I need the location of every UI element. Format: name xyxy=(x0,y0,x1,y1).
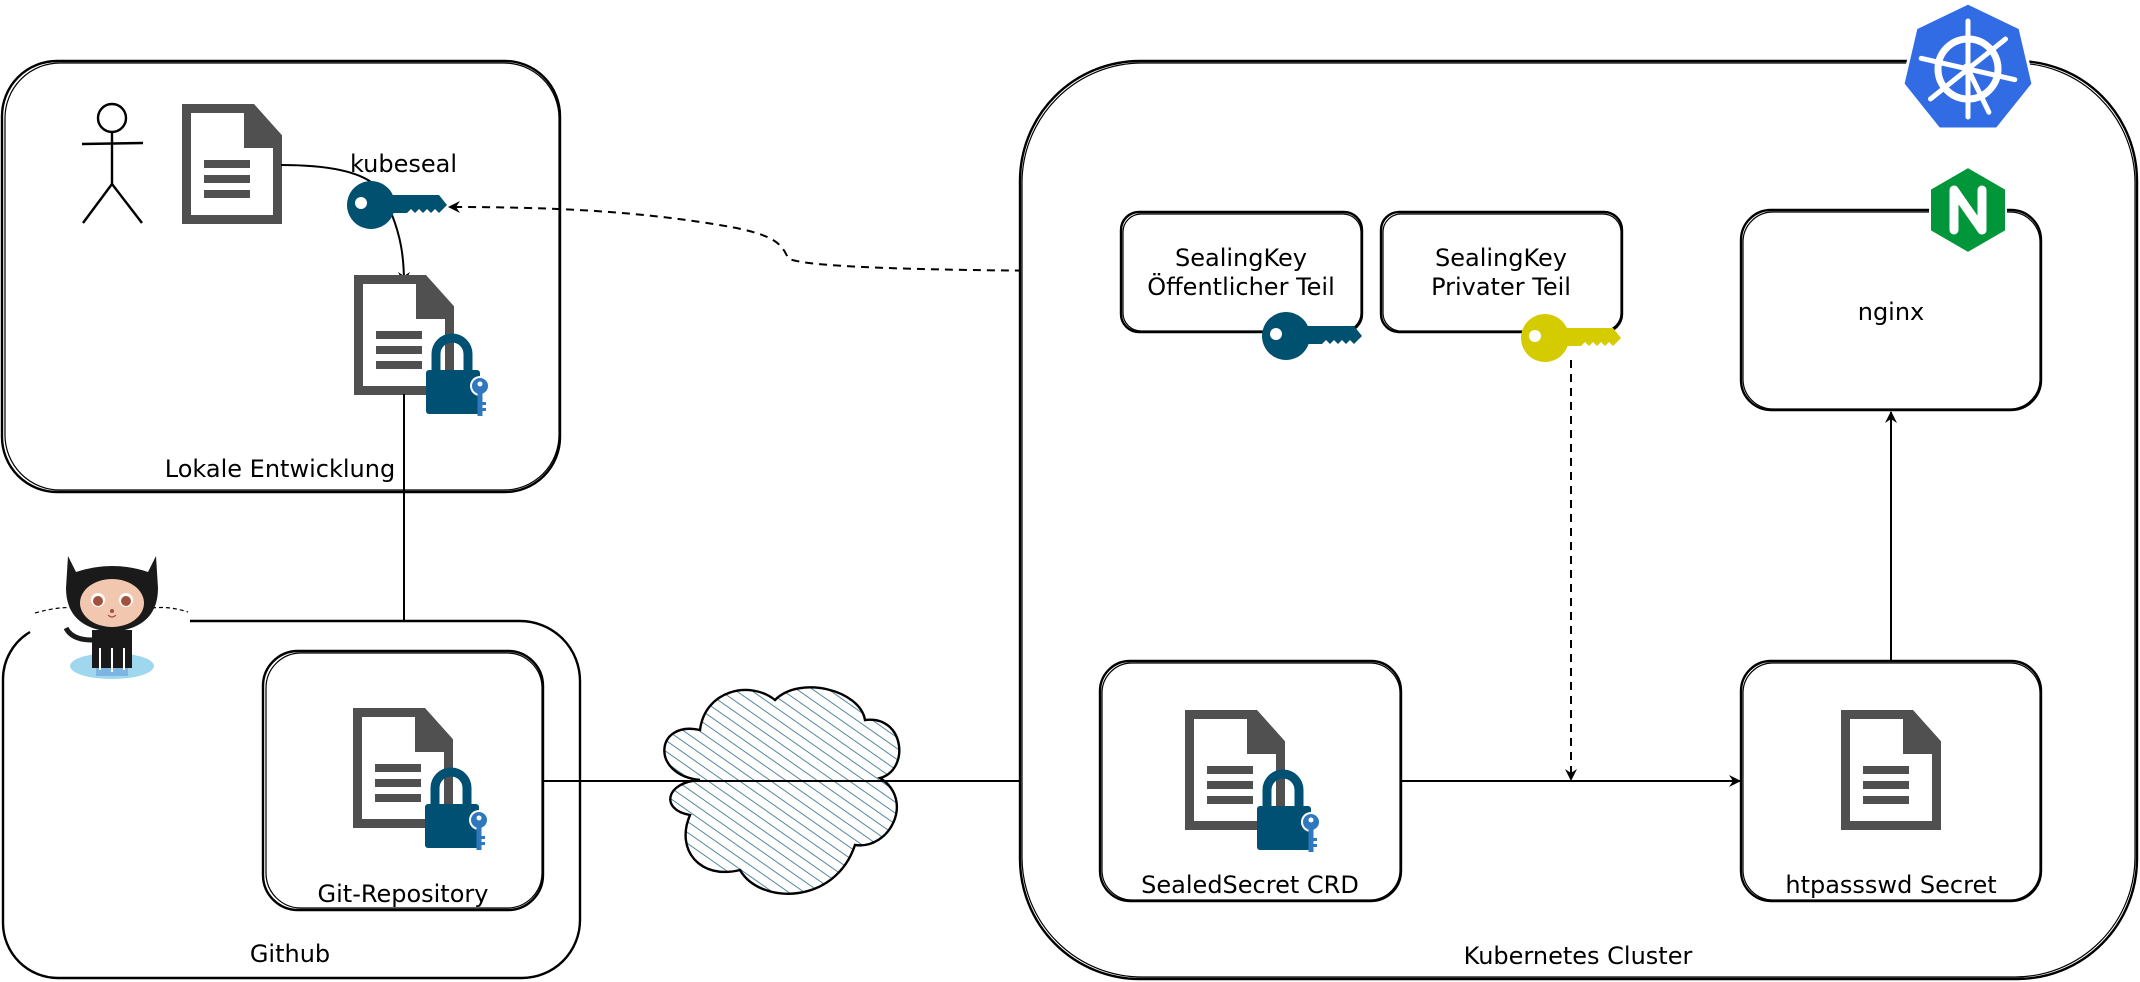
node-sealing-key-public[interactable]: SealingKey Öffentlicher Teil xyxy=(1119,210,1364,360)
node-git-repository[interactable]: Git-Repository xyxy=(261,649,545,912)
secret-file-icon xyxy=(187,104,283,220)
github-octocat-icon xyxy=(34,556,189,679)
nginx-logo-icon xyxy=(1929,165,2007,255)
node-nginx[interactable]: nginx xyxy=(1739,208,2043,412)
git-repository-label: Git-Repository xyxy=(318,880,489,908)
kubeseal-label: kubeseal xyxy=(350,150,457,178)
group-local-label: Lokale Entwicklung xyxy=(165,455,395,483)
group-github-label: Github xyxy=(250,940,330,968)
group-kubernetes-label: Kubernetes Cluster xyxy=(1464,942,1693,970)
htpasswd-secret-label: htpassswd Secret xyxy=(1785,871,1996,899)
sealing-key-private-line2: Privater Teil xyxy=(1431,273,1571,301)
group-local-development: Lokale Entwicklung xyxy=(0,59,562,494)
node-htpasswd-secret[interactable]: htpassswd Secret xyxy=(1739,659,2043,903)
sealing-key-public-line2: Öffentlicher Teil xyxy=(1147,272,1335,301)
nginx-label: nginx xyxy=(1858,298,1925,326)
internet-cloud-icon xyxy=(663,686,901,895)
kubernetes-logo-icon xyxy=(1901,1,2035,131)
sealing-key-private-line1: SealingKey xyxy=(1435,244,1567,272)
node-sealedsecret-crd[interactable]: SealedSecret CRD xyxy=(1098,659,1403,903)
sealedsecret-crd-label: SealedSecret CRD xyxy=(1141,871,1359,899)
sealing-key-public-line1: SealingKey xyxy=(1175,244,1307,272)
developer-icon xyxy=(81,102,144,224)
edge-public-key-to-kubeseal xyxy=(448,201,1122,272)
node-sealing-key-private[interactable]: SealingKey Privater Teil xyxy=(1379,210,1624,362)
